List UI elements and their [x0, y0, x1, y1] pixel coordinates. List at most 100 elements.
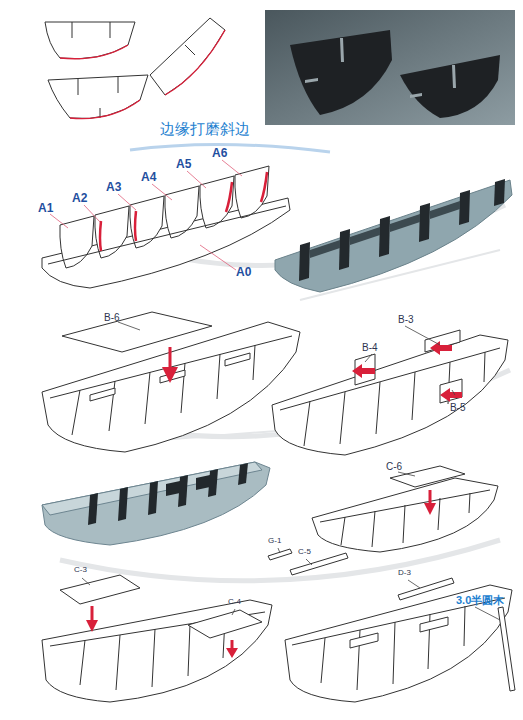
part-label: D-3 [398, 569, 411, 578]
hull-b3 [272, 330, 508, 455]
arrow [352, 364, 375, 378]
slot [72, 22, 110, 38]
part-label: A0 [236, 266, 251, 279]
ghost-hull [60, 540, 500, 581]
part-label: A6 [212, 147, 227, 160]
board [440, 379, 462, 403]
hull [42, 600, 272, 702]
instruction-note: 边缘打磨斜边 [160, 121, 250, 138]
leader-line [306, 559, 312, 565]
photo [265, 10, 515, 125]
leader-line [398, 472, 415, 476]
swoosh [130, 144, 330, 152]
leaders [118, 322, 455, 395]
leader-line [200, 245, 236, 270]
crosspiece [350, 617, 448, 648]
frame-dark [379, 216, 390, 257]
part-label: A1 [38, 202, 53, 215]
bevel-edge [100, 221, 101, 251]
bevel-edge [165, 30, 225, 95]
leader-line [452, 390, 455, 395]
frame-line [341, 493, 470, 547]
deck-plate [60, 575, 140, 604]
frame-dark [88, 493, 98, 525]
stick [290, 553, 348, 575]
bevel-edge [70, 100, 140, 119]
frame-dark [148, 481, 158, 515]
frame-dark [299, 242, 310, 281]
leader-line [408, 580, 420, 588]
leader-line [405, 326, 440, 345]
keel-render [275, 180, 512, 292]
hull-edge [280, 348, 500, 410]
leader-line [84, 205, 100, 222]
stick [398, 578, 454, 600]
arrow-head [162, 367, 178, 383]
leaders [50, 160, 242, 270]
part-label: G-1 [268, 537, 281, 546]
arrow-head [424, 503, 436, 515]
photo-slot [410, 65, 456, 98]
part-label: 3.0半圆木 [456, 594, 504, 606]
frame-line [72, 345, 255, 435]
leaders [82, 578, 235, 615]
leaders [278, 548, 500, 620]
leader-line [187, 171, 206, 188]
crosspiece [166, 475, 210, 496]
photo-frame [400, 55, 500, 118]
hull [285, 585, 512, 702]
arrow-shaft [169, 347, 172, 370]
part-label: C-3 [74, 566, 87, 575]
slot [185, 45, 195, 55]
hull [312, 478, 498, 552]
arrow-shaft [429, 490, 432, 505]
hull-c3 [42, 575, 272, 702]
half-round-rod [498, 607, 515, 691]
deck-plate [62, 312, 212, 352]
part-label: A5 [176, 158, 191, 171]
part-label: A3 [106, 181, 121, 194]
bevel-edge [60, 45, 128, 59]
part-label: A2 [72, 192, 87, 205]
leader-line [118, 194, 136, 210]
leader-line [222, 160, 242, 176]
frame-piece [45, 22, 135, 59]
photo-slot [305, 38, 344, 83]
part-label: C-5 [298, 548, 311, 557]
part-label: B-4 [362, 342, 378, 353]
part-label: C-4 [228, 598, 241, 607]
arrows [352, 341, 462, 402]
hull-edge [50, 336, 292, 398]
hull-b6 [42, 312, 300, 452]
leader-line [278, 548, 280, 553]
hull-c6 [312, 466, 498, 552]
leader-line [82, 578, 90, 585]
hull-top [42, 462, 262, 515]
leader-line [232, 609, 235, 615]
bevel-marks [60, 30, 225, 119]
frame [95, 206, 129, 258]
leader-line [365, 354, 372, 362]
frame-piece [48, 75, 148, 119]
frame-dark [459, 190, 470, 225]
bevel-edge [261, 172, 267, 202]
frame-dark [118, 487, 128, 521]
bevel-edge [135, 211, 136, 241]
frame-render [299, 179, 505, 281]
arrow-head [226, 648, 238, 658]
leader-line [118, 322, 140, 330]
frame-piece [150, 18, 225, 95]
arrow [440, 388, 462, 402]
frame-line [321, 606, 465, 690]
arrow [430, 341, 452, 355]
frame-dark [494, 179, 505, 206]
leader-line [152, 184, 172, 200]
hull [272, 335, 508, 455]
bevel-edge [226, 182, 232, 212]
arrow-shaft [91, 606, 94, 622]
frame [165, 186, 199, 238]
part-label: A4 [141, 171, 156, 184]
